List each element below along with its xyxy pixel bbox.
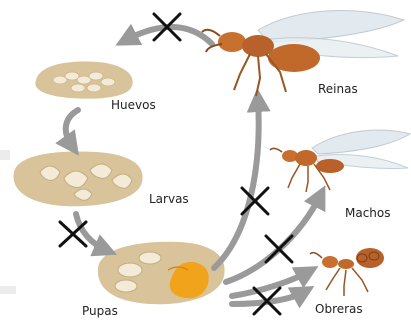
arrow-larvae-to-pupae — [76, 214, 106, 250]
label-pupae: Pupas — [82, 304, 118, 318]
pupae-nest — [98, 242, 225, 305]
eggs-nest — [35, 62, 132, 99]
male-ant — [270, 130, 410, 192]
larvae-nest — [14, 152, 143, 207]
queen-ant — [202, 11, 404, 96]
label-males: Machos — [345, 206, 391, 220]
worker-ant — [310, 248, 384, 296]
label-queens: Reinas — [318, 82, 358, 96]
arrow-eggs-to-larvae — [66, 110, 78, 146]
arrow-pupae-to-queens — [214, 100, 259, 268]
label-larvae: Larvas — [149, 192, 189, 206]
label-eggs: Huevos — [111, 98, 156, 112]
cross-icon — [266, 236, 292, 262]
arrow-pupae-to-males — [226, 196, 320, 282]
cross-icon — [242, 188, 268, 214]
label-workers: Obreras — [315, 302, 363, 316]
